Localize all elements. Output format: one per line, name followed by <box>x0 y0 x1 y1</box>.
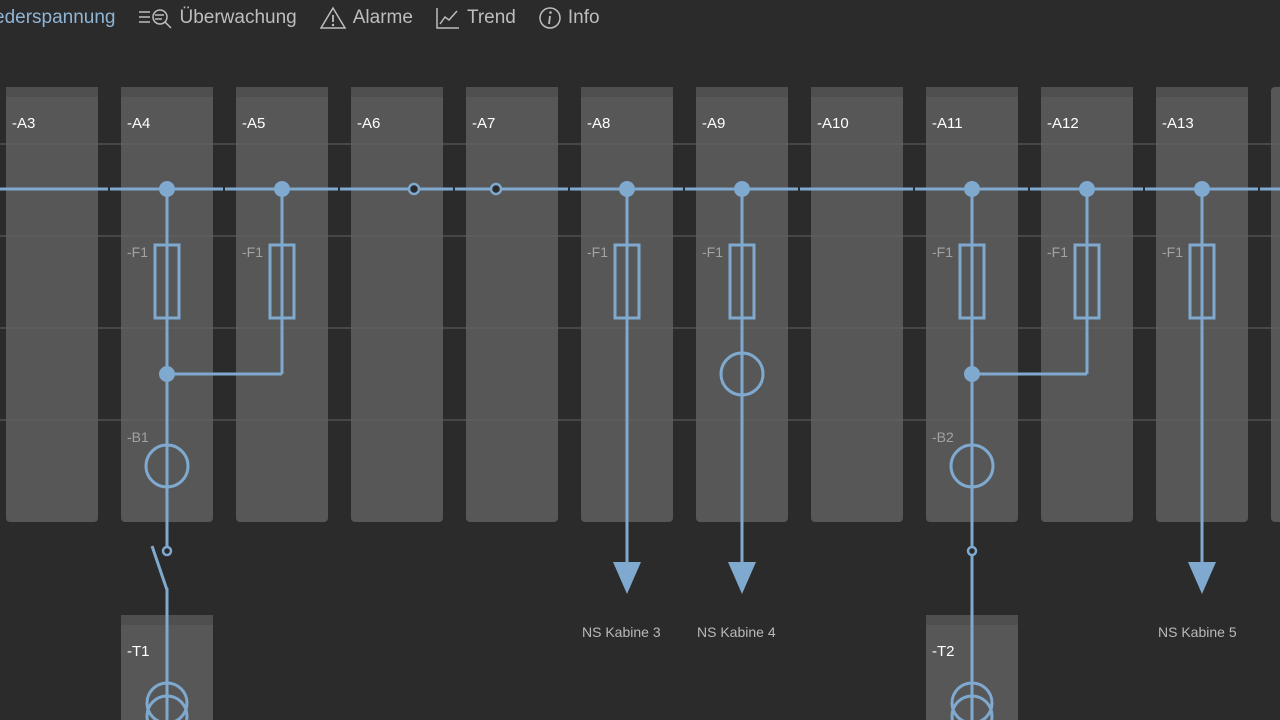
nav-label-ueberwachung: Überwachung <box>179 7 297 28</box>
current-transformer-b2 <box>949 443 995 489</box>
panel-label-a8: -A8 <box>587 115 610 132</box>
nav-info[interactable]: Info <box>538 6 600 30</box>
switch-t1[interactable] <box>150 545 173 591</box>
ct-label-a11: -B2 <box>932 429 954 445</box>
panel-a3[interactable]: -A3 <box>6 87 98 522</box>
panel-label-a9: -A9 <box>702 115 725 132</box>
transformer-symbol-t1 <box>145 681 189 720</box>
transformer-label-t1: -T1 <box>127 643 150 660</box>
measurement-circle-a9 <box>719 351 765 397</box>
panel-label-a5: -A5 <box>242 115 265 132</box>
nav-label-alarme: Alarme <box>352 7 413 28</box>
transformer-symbol-t2 <box>950 681 994 720</box>
panel-label-a3: -A3 <box>12 115 35 132</box>
fuse-label-a13: -F1 <box>1162 244 1183 260</box>
warning-triangle-icon <box>319 6 347 29</box>
row-separators <box>0 143 1280 421</box>
outgoing-arrows <box>613 562 1216 594</box>
panel-next-partial <box>1271 87 1280 522</box>
fuse-label-a12: -F1 <box>1047 244 1068 260</box>
current-transformer-b1 <box>144 443 190 489</box>
component-labels: -F1 -F1 -F1 -F1 -F1 -F1 -F1 -B1 -B2 <box>127 244 1183 445</box>
switch-t2[interactable] <box>966 545 978 557</box>
top-navigation: ederspannung Überwachung Alarme <box>0 0 1280 36</box>
fuse-label-a4: -F1 <box>127 244 148 260</box>
fuse-label-a9: -F1 <box>702 244 723 260</box>
fuse-label-a11: -F1 <box>932 244 953 260</box>
nav-label-niederspannung: ederspannung <box>0 7 116 28</box>
outgoing-labels: NS Kabine 3 NS Kabine 4 NS Kabine 5 <box>582 624 1237 640</box>
arrow-ns-kabine-5 <box>1188 562 1216 594</box>
nav-alarme[interactable]: Alarme <box>319 6 413 30</box>
measurement-circles <box>144 351 995 489</box>
panel-a7[interactable]: -A7 <box>466 87 558 522</box>
panel-label-a10: -A10 <box>817 115 849 132</box>
arrow-ns-kabine-3 <box>613 562 641 594</box>
panel-label-a11: -A11 <box>932 115 963 132</box>
panel-label-a4: -A4 <box>127 115 150 132</box>
nav-label-info: Info <box>567 7 600 28</box>
output-label-ns-kabine-5: NS Kabine 5 <box>1158 624 1237 640</box>
nav-ueberwachung[interactable]: Überwachung <box>138 7 297 29</box>
fuse-label-a8: -F1 <box>587 244 608 260</box>
panel-label-a12: -A12 <box>1047 115 1079 132</box>
nav-niederspannung[interactable]: ederspannung <box>0 7 116 29</box>
panel-label-a7: -A7 <box>472 115 495 132</box>
panel-a10[interactable]: -A10 <box>811 87 903 522</box>
fuse-label-a5: -F1 <box>242 244 263 260</box>
junction-dots <box>159 181 1210 382</box>
output-label-ns-kabine-4: NS Kabine 4 <box>697 624 776 640</box>
panel-cells: -A3 -A4 -A5 -A6 -A7 -A8 <box>6 87 1280 522</box>
output-label-ns-kabine-3: NS Kabine 3 <box>582 624 661 640</box>
nav-label-trend: Trend <box>466 7 516 28</box>
fuse-inner-lines <box>165 245 1204 318</box>
panel-label-a13: -A13 <box>1162 115 1194 132</box>
ct-label-a4: -B1 <box>127 429 149 445</box>
transformer-symbols <box>145 681 994 720</box>
arrow-ns-kabine-4 <box>728 562 756 594</box>
panel-a6[interactable]: -A6 <box>351 87 443 522</box>
transformer-label-t2: -T2 <box>932 643 955 660</box>
open-coupling-points <box>407 182 503 196</box>
busbar-gaps <box>108 186 1260 192</box>
panel-label-a6: -A6 <box>357 115 380 132</box>
list-search-icon <box>138 9 172 29</box>
trend-chart-icon <box>436 8 459 29</box>
info-circle-icon <box>539 7 561 29</box>
nav-trend[interactable]: Trend <box>435 6 516 30</box>
